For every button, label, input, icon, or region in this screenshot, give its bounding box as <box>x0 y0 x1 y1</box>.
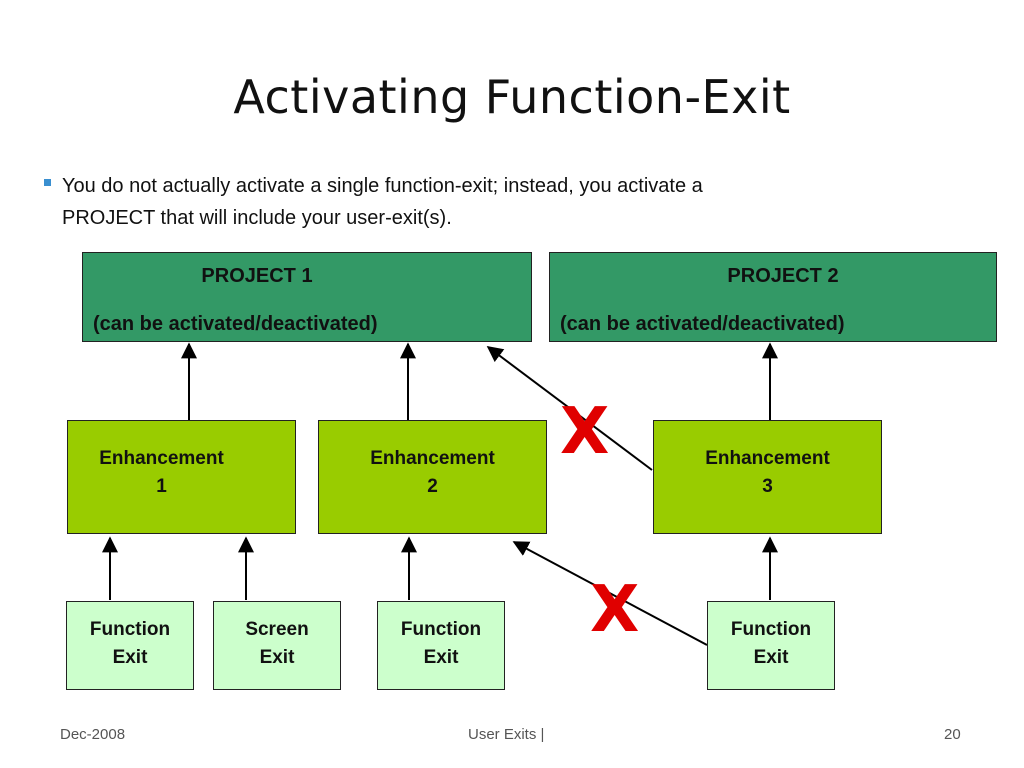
footer-page-number: 20 <box>944 726 961 743</box>
bullet-text-line2: PROJECT that will include your user-exit… <box>62 207 452 229</box>
enhancement-3-number: 3 <box>762 476 773 497</box>
arrow-enh3-to-project1-crossed <box>486 346 653 471</box>
enhancement-3-box: Enhancement 3 <box>653 420 882 534</box>
project-1-name: PROJECT 1 <box>201 265 313 287</box>
project-1-subtitle: (can be activated/deactivated) <box>93 313 378 335</box>
x-mark-enhancement-link: X <box>560 395 610 469</box>
exit-1-line2: Exit <box>112 647 148 668</box>
function-exit-1-box: Function Exit <box>66 601 194 690</box>
footer-date: Dec-2008 <box>60 726 126 743</box>
enhancement-1-label: Enhancement <box>99 448 224 469</box>
enhancement-1-number: 1 <box>156 476 167 497</box>
function-exit-2-box: Function Exit <box>377 601 505 690</box>
project-2-box: PROJECT 2 (can be activated/deactivated) <box>549 252 997 342</box>
project-2-subtitle: (can be activated/deactivated) <box>560 313 845 335</box>
project-2-name: PROJECT 2 <box>727 265 839 287</box>
arrow-exit4-to-enh2-crossed <box>512 541 708 646</box>
bullet-text-line1: You do not actually activate a single fu… <box>62 175 703 197</box>
exit-1-line1: Function <box>89 619 171 640</box>
exit-2-line1: Screen <box>245 619 309 640</box>
function-exit-3-box: Function Exit <box>707 601 835 690</box>
exit-4-line2: Exit <box>753 647 789 668</box>
x-mark-exit-link: X <box>590 573 640 647</box>
slide-title: Activating Function-Exit <box>233 70 791 124</box>
enhancement-1-box: Enhancement 1 <box>67 420 296 534</box>
exit-3-line1: Function <box>400 619 482 640</box>
screen-exit-box: Screen Exit <box>213 601 341 690</box>
bullet-point: You do not actually activate a single fu… <box>40 170 940 234</box>
exit-2-line2: Exit <box>259 647 295 668</box>
enhancement-2-box: Enhancement 2 <box>318 420 547 534</box>
project-1-box: PROJECT 1 (can be activated/deactivated) <box>82 252 532 342</box>
enhancement-3-label: Enhancement <box>705 448 830 469</box>
exit-3-line2: Exit <box>423 647 459 668</box>
enhancement-2-number: 2 <box>427 476 438 497</box>
enhancement-2-label: Enhancement <box>370 448 495 469</box>
footer-center-text: User Exits | <box>468 726 545 743</box>
bullet-square-icon <box>44 179 51 186</box>
exit-4-line1: Function <box>730 619 812 640</box>
